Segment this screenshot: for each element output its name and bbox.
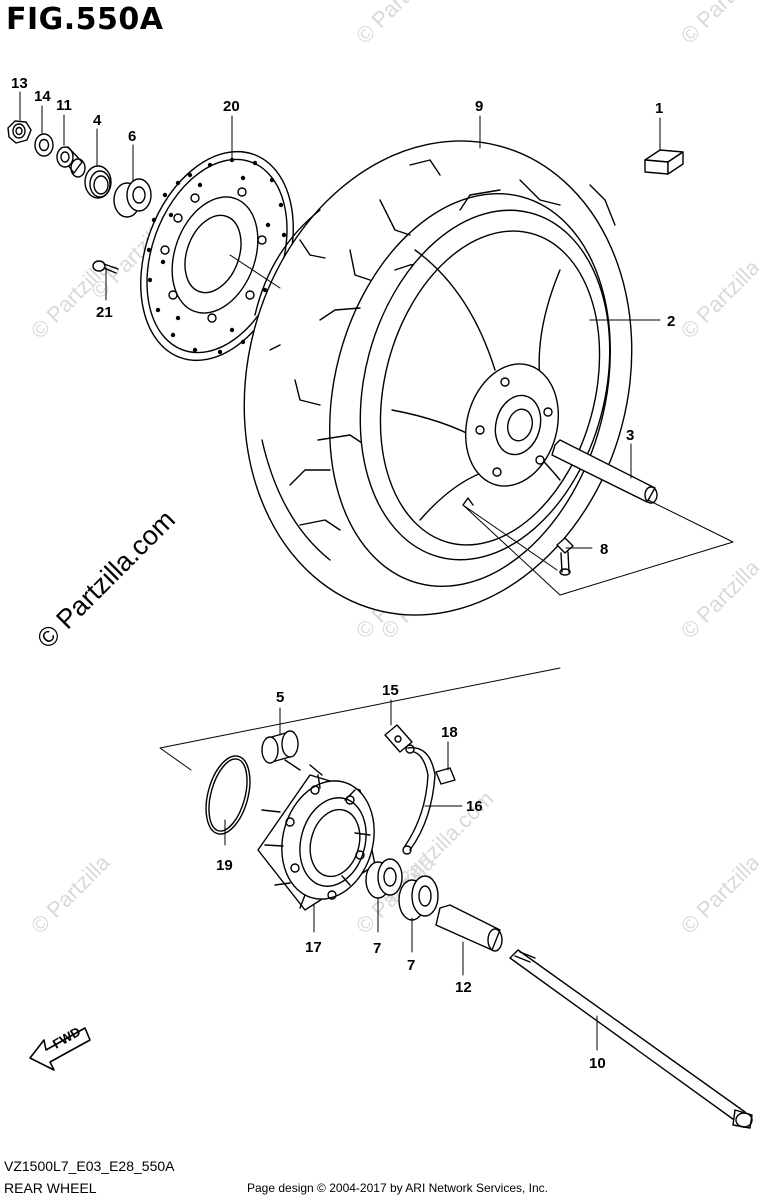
- callout-7b: 7: [407, 957, 415, 974]
- part-21-bolt: [92, 260, 119, 274]
- part-15-retainer-plate: [384, 724, 413, 753]
- callout-13: 13: [11, 75, 28, 92]
- callout-17: 17: [305, 939, 322, 956]
- part-20-brake-disc: [140, 150, 294, 362]
- callout-6: 6: [128, 128, 136, 145]
- callout-9: 9: [475, 98, 483, 115]
- watermark: © Partzilla: [26, 849, 115, 938]
- section-title: REAR WHEEL: [4, 1180, 97, 1196]
- part-16-clip: [402, 744, 436, 855]
- callout-15: 15: [382, 682, 399, 699]
- watermark-main: © Partzilla.com: [31, 504, 181, 654]
- part-17-rear-hub: [257, 759, 376, 911]
- part-18-bolt: [435, 767, 456, 785]
- callout-2: 2: [667, 313, 675, 330]
- page-credit: Page design © 2004-2017 by ARI Network S…: [247, 1181, 549, 1195]
- watermark: © Partzilla: [676, 554, 759, 643]
- watermark: © Partzilla: [676, 0, 759, 49]
- part-5-spacer: [261, 730, 299, 764]
- callout-11: 11: [56, 97, 72, 114]
- callout-8: 8: [600, 541, 608, 558]
- part-1-balance-weight: [644, 149, 684, 175]
- part-10-rear-axle: [509, 949, 753, 1129]
- callout-10: 10: [589, 1055, 606, 1072]
- part-14-washer: [34, 133, 54, 157]
- callout-20: 20: [223, 98, 240, 115]
- callout-4: 4: [93, 112, 102, 129]
- callout-7a: 7: [373, 940, 381, 957]
- callout-3: 3: [626, 427, 634, 444]
- callout-labels: 13 14 11 4 6 20 9 1 21 2 3 8 5 15 18 16 …: [11, 75, 675, 1072]
- callout-1: 1: [655, 100, 663, 117]
- part-6-bearing: [113, 178, 152, 218]
- part-3-axle-sleeve: [551, 439, 658, 504]
- diagram-code: VZ1500L7_E03_E28_550A: [4, 1158, 175, 1174]
- callout-12: 12: [455, 979, 472, 996]
- part-11-spacer: [56, 146, 86, 178]
- part-7-bearing-right: [398, 875, 439, 921]
- part-2-wheel-rim: [359, 209, 611, 561]
- watermark: © Partzilla: [351, 0, 440, 49]
- forward-direction-arrow: [29, 1027, 91, 1071]
- callout-21: 21: [96, 304, 113, 321]
- callout-5: 5: [276, 689, 284, 706]
- part-7-bearing-left: [365, 858, 403, 899]
- callout-14: 14: [34, 88, 51, 105]
- part-13-nut: [7, 120, 32, 144]
- part-12-collar: [435, 904, 503, 952]
- figure-title: FIG.550A: [6, 2, 164, 37]
- callout-19: 19: [216, 857, 233, 874]
- part-4-oil-seal: [84, 165, 112, 199]
- part-8-valve: [556, 537, 574, 576]
- part-19-o-ring: [205, 755, 251, 835]
- callout-18: 18: [441, 724, 458, 741]
- watermark: © Partzilla: [676, 849, 759, 938]
- watermark: © Partzilla: [676, 254, 759, 343]
- leader-lines: [19, 91, 734, 1051]
- callout-16: 16: [466, 798, 483, 815]
